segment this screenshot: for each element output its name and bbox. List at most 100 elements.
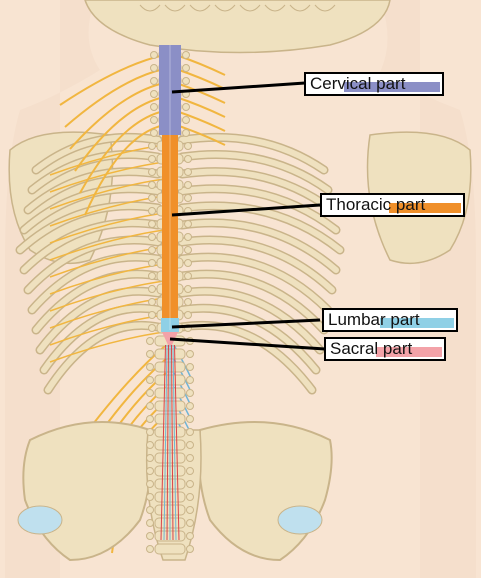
right-rib-fill xyxy=(179,305,319,373)
vertebra-process xyxy=(146,493,154,501)
vertebra-process xyxy=(146,337,154,345)
intercostal-nerve-left xyxy=(49,331,165,363)
thoracic-segment xyxy=(162,135,178,320)
vertebra-process xyxy=(146,363,154,371)
vertebra-process xyxy=(186,493,194,501)
vertebra-process xyxy=(186,363,194,371)
skull-fold xyxy=(289,4,311,12)
cervical-segment xyxy=(159,45,181,135)
cauda-equina-fiber xyxy=(160,344,166,541)
vertebra-process xyxy=(148,155,156,163)
right-rib-fill xyxy=(179,151,331,193)
sacral-part-label: Sacral part xyxy=(324,337,446,361)
left-rib-fill xyxy=(33,134,161,173)
right-hip-joint xyxy=(277,505,323,535)
left-rib-fill xyxy=(29,254,161,313)
skull-fold xyxy=(264,4,286,12)
cervical-color-swatch xyxy=(344,82,440,92)
left-rib-fill xyxy=(45,322,161,393)
skull-fold xyxy=(239,4,261,12)
vertebra-process xyxy=(182,77,190,85)
vertebra-process xyxy=(184,220,192,228)
vertebra-process xyxy=(186,389,194,397)
leader-lines xyxy=(169,81,326,351)
right-rib-fill xyxy=(179,288,323,353)
vertebra-process xyxy=(150,90,158,98)
left-rib-fill xyxy=(33,271,161,333)
skull-fold xyxy=(214,4,236,12)
vertebra-process xyxy=(148,285,156,293)
intercostal-nerve-left xyxy=(49,280,165,312)
left-rib-fill xyxy=(25,237,161,293)
vertebra-process xyxy=(150,51,158,59)
vertebra-process xyxy=(184,285,192,293)
vertebra-process xyxy=(184,194,192,202)
vertebra-process xyxy=(146,376,154,384)
right-rib-fill xyxy=(179,254,331,313)
vertebra-process xyxy=(148,311,156,319)
cauda-equina-fiber xyxy=(171,344,174,541)
vertebra-process xyxy=(148,259,156,267)
vertebra-process xyxy=(184,168,192,176)
intercostal-nerve-left xyxy=(49,178,165,210)
right-rib-fill xyxy=(179,202,343,253)
vertebra-process xyxy=(146,389,154,397)
vertebra-process xyxy=(184,233,192,241)
lumbar-segment xyxy=(161,318,179,332)
vertebra-process xyxy=(148,324,156,332)
vertebra-process xyxy=(146,506,154,514)
thoracic-part-label: Thoracic part xyxy=(320,193,465,217)
vertebra-process xyxy=(146,532,154,540)
skull-fold xyxy=(189,4,211,12)
vertebra-process xyxy=(148,233,156,241)
skull-fold xyxy=(139,4,161,12)
vertebra-process xyxy=(182,51,190,59)
right-rib-fill xyxy=(179,237,335,293)
right-rib-fill xyxy=(179,134,327,173)
vertebra-process xyxy=(146,402,154,410)
vertebra-process xyxy=(148,272,156,280)
vertebra-process xyxy=(184,272,192,280)
cervical-part-label: Cervical part xyxy=(304,72,444,96)
vertebra-process xyxy=(182,116,190,124)
left-rib-fill xyxy=(37,288,161,353)
vertebra-process xyxy=(186,376,194,384)
right-rib-fill xyxy=(179,185,339,233)
spinal-cord xyxy=(159,45,181,541)
cauda-equina-fiber xyxy=(163,344,168,541)
vertebra-process xyxy=(186,350,194,358)
vertebra-process xyxy=(182,64,190,72)
sacral-leader-line xyxy=(169,337,326,351)
vertebra-process xyxy=(146,415,154,423)
skull-fold xyxy=(164,4,186,12)
rib-cage xyxy=(15,132,345,395)
vertebra-process xyxy=(184,155,192,163)
vertebra-process xyxy=(146,454,154,462)
vertebra-process xyxy=(182,129,190,137)
cauda-equina-fiber xyxy=(174,344,180,541)
cauda-equina-fiber xyxy=(172,344,177,541)
vertebra-process xyxy=(148,142,156,150)
vertebra-process xyxy=(146,467,154,475)
left-rib-fill xyxy=(21,185,161,233)
cervical-part-text: Cervical part xyxy=(310,74,406,93)
vertebra-process xyxy=(182,103,190,111)
vertebra xyxy=(154,543,186,555)
vertebra-process xyxy=(186,441,194,449)
lumbar-part-text: Lumbar part xyxy=(328,310,420,329)
thoracic-color-swatch xyxy=(389,203,461,213)
vertebra-process xyxy=(186,519,194,527)
vertebra-process xyxy=(186,545,194,553)
vertebra-process xyxy=(184,181,192,189)
vertebra-process xyxy=(148,168,156,176)
cervical-leader-line xyxy=(171,81,306,94)
vertebra-process xyxy=(148,181,156,189)
vertebra-process xyxy=(148,298,156,306)
vertebra-process xyxy=(146,519,154,527)
vertebra-process xyxy=(150,129,158,137)
right-rib-fill xyxy=(179,271,327,333)
vertebra-process xyxy=(146,480,154,488)
left-rib-fill xyxy=(29,151,161,193)
left-rib-fill xyxy=(17,202,161,253)
